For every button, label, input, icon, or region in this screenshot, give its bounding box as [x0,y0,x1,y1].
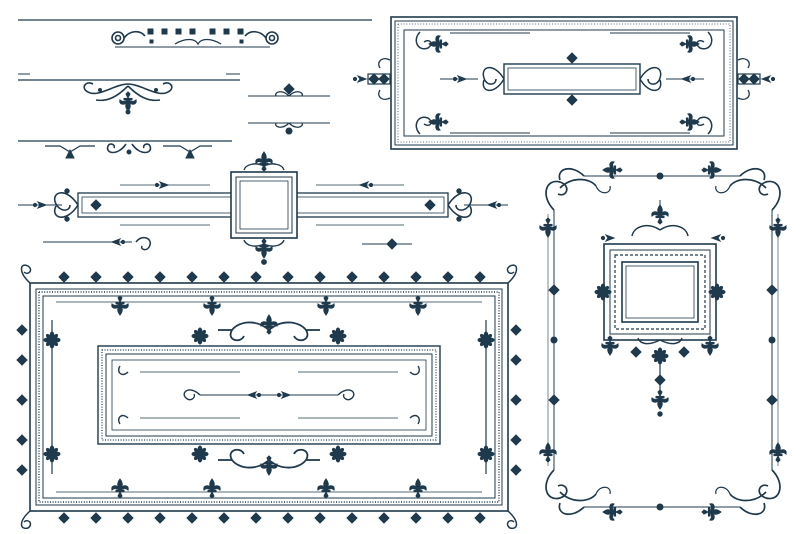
divider-small-ornament [248,83,330,135]
dot-row [147,28,244,44]
fleur-de-lis-icon [58,271,486,524]
divider-scroll-dots [18,19,372,48]
divider-long-scrolls [18,140,232,159]
frame-horizontal-cartouche [18,151,508,265]
diamond-icon [352,73,776,85]
frame-top-right-banner [352,16,776,150]
divider-short-pair [43,236,412,251]
frame-floral-right [539,161,787,521]
scroll-icon [415,31,713,135]
divider-flourish-center [18,73,240,115]
frame-square-hanging [594,200,726,417]
frame-large-bottom-left [16,264,522,530]
flourish-icon [83,82,173,102]
